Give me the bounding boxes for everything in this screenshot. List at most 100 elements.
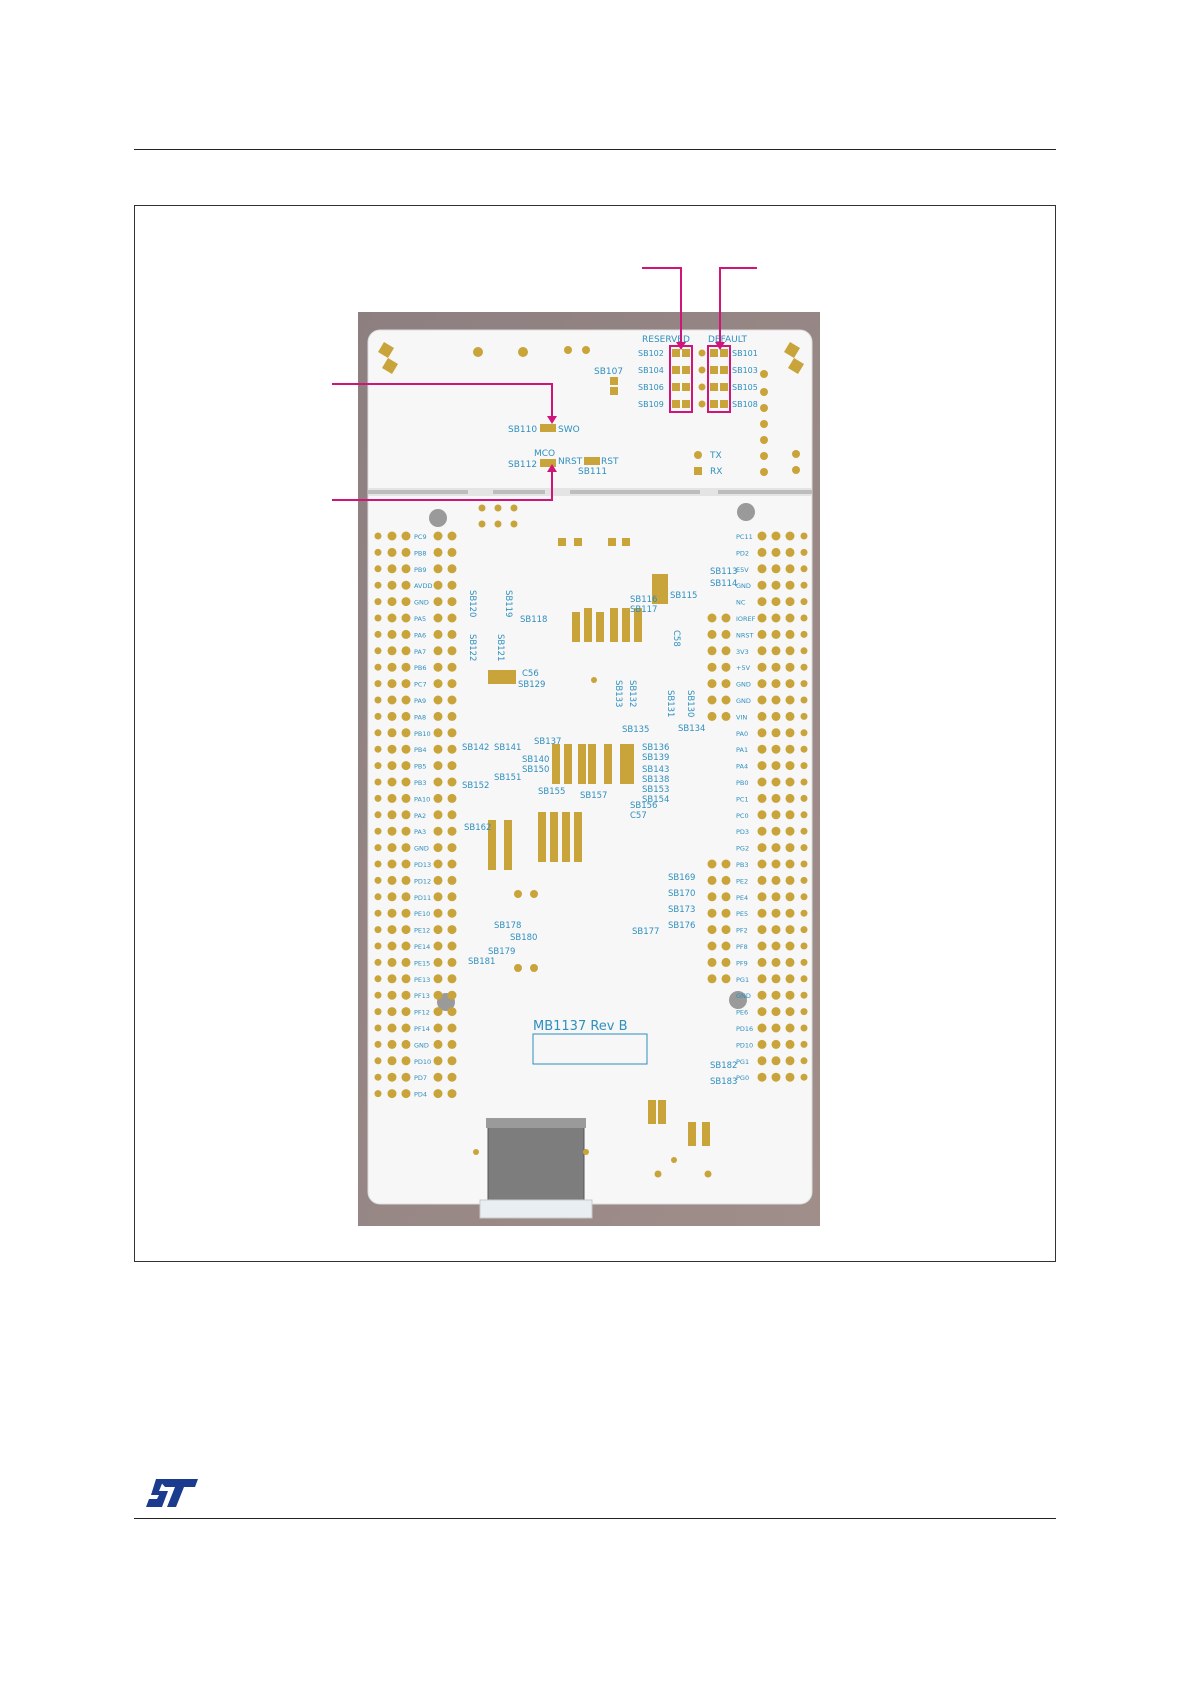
pin	[374, 745, 382, 753]
solder-bridge	[558, 538, 566, 546]
pin	[401, 826, 411, 836]
pin	[447, 1072, 457, 1082]
pin	[447, 679, 457, 689]
pin	[707, 662, 717, 672]
pin-label: PC1	[736, 795, 749, 803]
pin	[401, 1089, 411, 1099]
label-sb106: SB106	[638, 383, 664, 392]
pin	[800, 975, 808, 983]
pin	[447, 892, 457, 902]
pin	[785, 908, 795, 918]
pin	[757, 810, 767, 820]
label-sb138: SB138	[642, 775, 669, 785]
pin	[771, 679, 781, 689]
callout-lines	[332, 267, 757, 501]
pin	[771, 744, 781, 754]
pin	[374, 876, 382, 884]
pin	[771, 580, 781, 590]
pin	[401, 564, 411, 574]
pin	[433, 744, 443, 754]
pin-label: PB0	[736, 779, 749, 787]
pin	[800, 893, 808, 901]
pin-label: PB4	[414, 746, 427, 754]
pin	[757, 777, 767, 787]
label-sb103: SB103	[732, 366, 758, 375]
pin-label: GND	[414, 1041, 429, 1049]
label-sb105: SB105	[732, 383, 758, 392]
pin	[374, 581, 382, 589]
pin	[785, 957, 795, 967]
pin	[401, 1007, 411, 1017]
pin	[401, 646, 411, 656]
pin	[433, 761, 443, 771]
solder-bridge	[672, 383, 680, 391]
pin-label: PE12	[414, 927, 430, 935]
label-sb154: SB154	[642, 795, 669, 805]
pin	[374, 548, 382, 556]
pin	[433, 925, 443, 935]
label-sb150: SB150	[522, 765, 549, 775]
pad	[494, 520, 502, 528]
solder-bridge	[688, 1122, 696, 1146]
pin	[757, 908, 767, 918]
pin	[374, 762, 382, 770]
pin	[800, 778, 808, 786]
pad	[514, 890, 522, 898]
pin	[374, 1008, 382, 1016]
pin	[800, 680, 808, 688]
pin	[374, 811, 382, 819]
pin-label: E5V	[736, 566, 749, 574]
pin	[447, 761, 457, 771]
label-rst: RST	[601, 457, 619, 467]
pin	[374, 565, 382, 573]
label-sb135: SB135	[622, 725, 649, 735]
pin	[757, 974, 767, 984]
pin	[387, 564, 397, 574]
pin	[757, 646, 767, 656]
pad	[760, 436, 768, 444]
label-sb173: SB173	[668, 905, 695, 915]
pin	[374, 942, 382, 950]
pin	[447, 990, 457, 1000]
pin	[757, 711, 767, 721]
pin	[785, 1007, 795, 1017]
pad	[582, 346, 590, 354]
pin	[800, 876, 808, 884]
pin	[707, 974, 717, 984]
pin	[800, 712, 808, 720]
pin-label: PB10	[414, 730, 431, 738]
pin-label: PA2	[414, 812, 426, 820]
pin	[433, 843, 443, 853]
label-sb131: SB131	[665, 690, 675, 717]
pin-label: PF8	[736, 943, 748, 951]
pin	[721, 711, 731, 721]
test-point	[698, 349, 706, 357]
pin	[374, 729, 382, 737]
label-sb136: SB136	[642, 743, 669, 753]
pin-label: PD10	[736, 1041, 753, 1049]
pad	[704, 1170, 712, 1178]
pin	[387, 777, 397, 787]
pad	[494, 504, 502, 512]
pad	[473, 347, 483, 357]
pin	[401, 793, 411, 803]
pin	[401, 744, 411, 754]
pin	[785, 629, 795, 639]
pin	[433, 1007, 443, 1017]
label-default: DEFAULT	[708, 335, 747, 345]
pin-label: PF12	[414, 1009, 430, 1017]
pin	[433, 711, 443, 721]
pin	[374, 958, 382, 966]
pad	[654, 1170, 662, 1178]
pin	[387, 662, 397, 672]
label-sb177: SB177	[632, 927, 659, 937]
label-sb110: SB110	[508, 425, 537, 435]
pin-label: PB8	[414, 549, 427, 557]
pin	[757, 744, 767, 754]
pin	[401, 580, 411, 590]
pin	[757, 875, 767, 885]
solder-bridge	[682, 349, 690, 357]
solder-bridge	[540, 424, 548, 432]
label-sb176: SB176	[668, 921, 695, 931]
pin	[800, 598, 808, 606]
